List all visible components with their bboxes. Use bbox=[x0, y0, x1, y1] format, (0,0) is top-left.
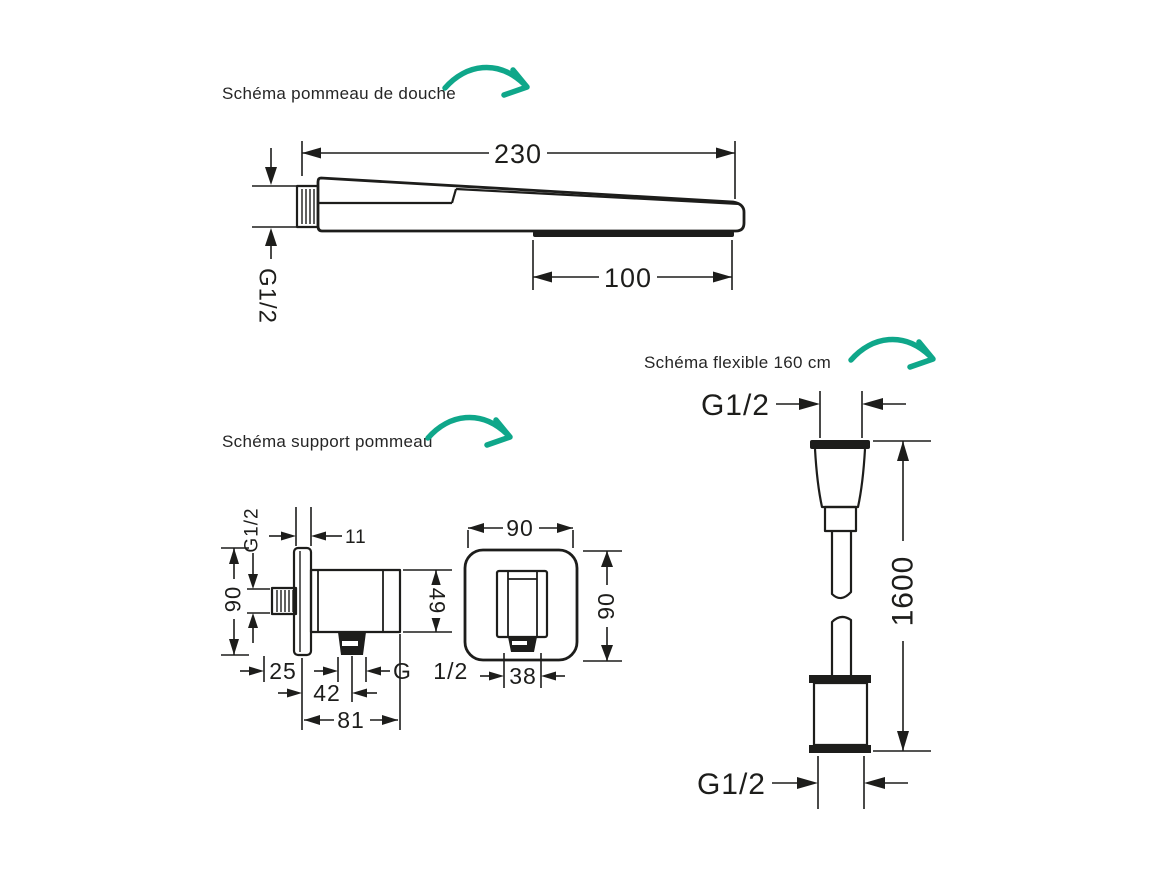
hose-title: Schéma flexible 160 cm bbox=[644, 353, 831, 372]
holder-body-side bbox=[309, 568, 402, 634]
dim-25-label: 25 bbox=[269, 658, 297, 684]
dim-90-top-label: 90 bbox=[506, 515, 534, 541]
hose-section: Schéma flexible 160 cm G1/2 bbox=[644, 336, 936, 809]
hose-top-cap bbox=[810, 440, 870, 449]
holder-side-drawing bbox=[270, 546, 402, 657]
dim-90-side-label: 90 bbox=[221, 586, 246, 612]
holder-section: Schéma support pommeau G1/2 11 bbox=[220, 414, 622, 733]
dim-42-label: 42 bbox=[313, 680, 341, 706]
dim-hose-1600: 1600 bbox=[873, 440, 931, 752]
dim-81-label: 81 bbox=[337, 707, 365, 733]
shower-head-drawing bbox=[295, 176, 746, 237]
wall-plate-front bbox=[463, 548, 579, 662]
dim-front-height-90: 90 bbox=[583, 550, 622, 662]
dim-holder-width-38: 38 bbox=[480, 653, 565, 689]
dim-inlet-g12-label: G1/2 bbox=[242, 507, 263, 552]
thread-connector bbox=[295, 184, 320, 229]
hose-bottom-nut-top bbox=[809, 675, 871, 683]
dim-body-height-49: 49 bbox=[403, 569, 452, 633]
hose-conical-nut bbox=[813, 448, 867, 509]
hose-drawing bbox=[809, 440, 871, 753]
holder-bottom-dims: 25 G 1/2 42 81 bbox=[240, 634, 468, 733]
holder-side-view: G1/2 11 bbox=[220, 507, 468, 733]
dim-plate-thickness-11: 11 bbox=[269, 507, 367, 548]
shower-head-title: Schéma pommeau de douche bbox=[222, 84, 456, 103]
hose-g12-bottom-label: G1/2 bbox=[697, 768, 766, 801]
hose-nut-step bbox=[823, 505, 858, 533]
dim-100-label: 100 bbox=[604, 263, 652, 293]
dim-230-label: 230 bbox=[494, 139, 542, 169]
hose-tube-upper bbox=[830, 531, 853, 600]
dim-thread-g12: G1/2 bbox=[252, 148, 296, 324]
holder-title: Schéma support pommeau bbox=[222, 432, 433, 451]
curved-arrow-icon bbox=[848, 336, 936, 370]
dim-plate-height-90: 90 bbox=[220, 547, 249, 656]
dim-front-width-90: 90 bbox=[467, 514, 574, 548]
dim-90-right-label: 90 bbox=[593, 592, 619, 620]
hose-bottom-nut-body bbox=[812, 681, 869, 747]
dim-11-label: 11 bbox=[345, 527, 367, 548]
curved-arrow-icon bbox=[425, 414, 513, 448]
hose-g12-top-label: G1/2 bbox=[701, 389, 770, 422]
dim-hose-thread-bottom: G1/2 bbox=[697, 756, 908, 809]
dim-1600-label: 1600 bbox=[887, 556, 920, 627]
holder-front-drawing bbox=[463, 548, 579, 662]
inlet-nipple bbox=[270, 586, 298, 616]
shower-head-section: Schéma pommeau de douche 230 bbox=[222, 64, 746, 324]
hose-bottom-nut-bottom bbox=[809, 745, 871, 753]
hose-tube-lower bbox=[830, 615, 853, 675]
dim-hose-thread-top: G1/2 bbox=[701, 389, 906, 438]
dim-length-230: 230 bbox=[301, 138, 736, 199]
holder-front-view: 90 90 bbox=[463, 514, 622, 689]
spray-face-strip bbox=[533, 231, 734, 237]
handle-holder-bracket bbox=[495, 569, 549, 639]
dim-38-label: 38 bbox=[509, 663, 537, 689]
head-body-outline bbox=[316, 176, 746, 233]
dim-g12-label: G1/2 bbox=[254, 268, 281, 324]
curved-arrow-icon bbox=[442, 64, 530, 98]
dim-spray-100: 100 bbox=[532, 240, 733, 293]
dim-49-label: 49 bbox=[425, 588, 450, 614]
dim-outlet-g12-label: G 1/2 bbox=[393, 658, 468, 684]
